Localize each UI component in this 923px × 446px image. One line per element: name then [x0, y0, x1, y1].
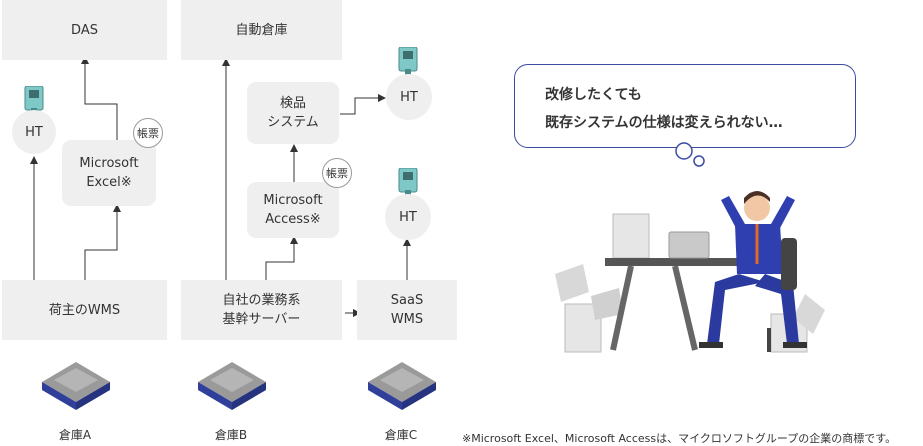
- arrow-wms-to-excel: [84, 204, 121, 280]
- thought-bubble: 改修したくても 既存システムの仕様は変えられない…: [514, 64, 856, 148]
- ht-node-b: HT: [386, 74, 432, 120]
- excel-label: Microsoft Excel※: [79, 156, 139, 190]
- warehouse-c-label: 倉庫C: [384, 428, 418, 442]
- auto-warehouse-label: 自動倉庫: [235, 22, 288, 38]
- access-node: Microsoft Access※: [247, 182, 339, 238]
- access-label: Microsoft Access※: [263, 193, 323, 227]
- handheld-terminal-icon: [397, 167, 419, 200]
- trademark-footnote: ※Microsoft Excel、Microsoft Accessは、マイクロソ…: [462, 432, 897, 445]
- stressed-worker-illustration: [555, 191, 825, 353]
- bubble-line-2: 既存システムの仕様は変えられない…: [545, 115, 783, 131]
- report-badge-label: 帳票: [137, 127, 159, 140]
- das-label: DAS: [71, 22, 98, 38]
- report-badge-label: 帳票: [326, 167, 348, 180]
- excel-node: Microsoft Excel※: [62, 140, 156, 206]
- shipper-wms-label: 荷主のWMS: [48, 302, 121, 318]
- arrow-inspection-to-ht: [340, 94, 386, 115]
- arrow-excel-to-das: [81, 56, 118, 140]
- core-server-box: 自社の業務系 基幹サーバー: [181, 280, 342, 340]
- warehouse-icon: [192, 356, 270, 416]
- saas-wms-box: SaaS WMS: [357, 280, 457, 340]
- warehouse-icon: [362, 356, 440, 416]
- warehouse-icon: [36, 356, 114, 416]
- saas-wms-label: SaaS WMS: [390, 293, 424, 327]
- shipper-wms-box: 荷主のWMS: [2, 280, 167, 340]
- warehouse-b-label: 倉庫B: [214, 428, 248, 442]
- report-badge-excel: 帳票: [133, 118, 163, 148]
- inspection-system-node: 検品 システム: [247, 82, 339, 144]
- ht-node-c: HT: [385, 194, 431, 240]
- core-server-label: 自社の業務系 基幹サーバー: [222, 293, 301, 327]
- das-box: DAS: [2, 0, 167, 60]
- arrow-server-to-access: [265, 236, 298, 280]
- report-badge-access: 帳票: [322, 158, 352, 188]
- ht-node-a: HT: [12, 110, 56, 154]
- ht-label: HT: [400, 89, 418, 105]
- bubble-line-1: 改修したくても: [545, 87, 642, 103]
- ht-label: HT: [25, 124, 43, 140]
- ht-label: HT: [399, 209, 417, 225]
- auto-warehouse-box: 自動倉庫: [181, 0, 342, 60]
- warehouse-a-label: 倉庫A: [58, 428, 92, 442]
- handheld-terminal-icon: [397, 46, 419, 79]
- inspection-label: 検品 システム: [267, 96, 319, 130]
- thought-bubble-tail: [675, 142, 705, 167]
